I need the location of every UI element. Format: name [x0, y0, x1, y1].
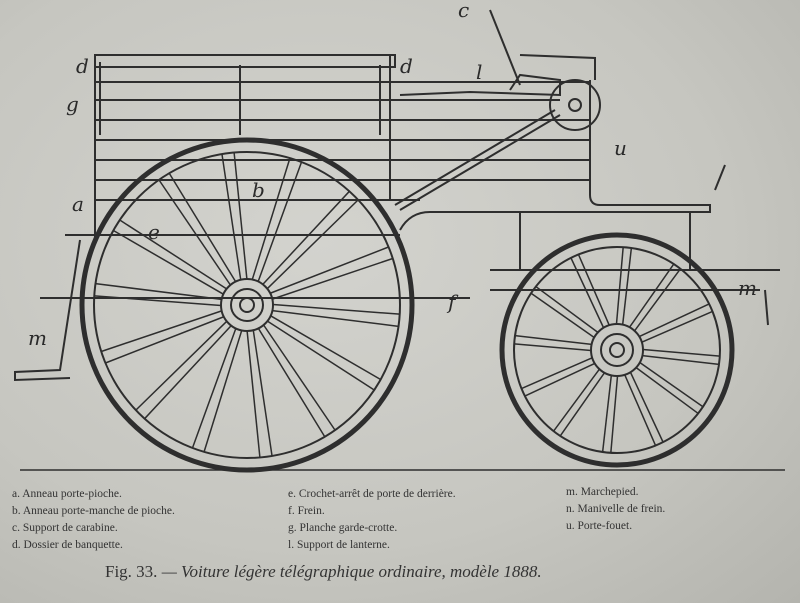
callout-c: c — [458, 0, 470, 22]
callout-u: u — [614, 136, 627, 160]
wheel-spoke — [530, 292, 595, 339]
wheel-spoke — [262, 324, 336, 431]
wheel-spoke — [272, 257, 394, 300]
callout-m: m — [28, 326, 47, 350]
wheel-spoke — [552, 368, 601, 432]
wheel-spoke — [257, 161, 303, 282]
wheel-spoke — [168, 172, 237, 283]
wheel-spoke — [642, 354, 720, 366]
front-wheel — [499, 232, 735, 468]
wheel-spoke — [642, 348, 720, 357]
wheel-spoke — [135, 320, 228, 411]
wheel-spoke — [246, 330, 261, 458]
wheel-spoke — [95, 282, 222, 301]
rear-wheel — [79, 137, 415, 473]
wheel-spoke — [628, 263, 675, 328]
wheel-spoke — [266, 199, 359, 290]
wheel-spoke — [252, 330, 273, 457]
brake-crank-wheel — [549, 79, 601, 131]
legend-item: b. Anneau porte-manche de pioche. — [12, 505, 175, 517]
wheel-spoke — [559, 372, 606, 437]
callout-b: b — [252, 178, 265, 202]
callout-l: l — [476, 60, 483, 84]
legend-item: n. Manivelle de frein. — [566, 503, 666, 515]
wheel-spoke — [221, 153, 242, 280]
legend-item: g. Planche garde-crotte. — [288, 522, 398, 534]
wheel-spoke — [262, 190, 350, 285]
wheel-spoke — [119, 219, 228, 290]
wheel-spoke — [251, 157, 291, 280]
legend-column-3: m. Marchepied. n. Manivelle de frein. u.… — [566, 484, 665, 535]
wheel-spoke — [144, 325, 232, 420]
wheel-spoke — [570, 257, 605, 329]
wheel-spoke — [514, 334, 592, 346]
wheel-spoke — [521, 357, 593, 390]
wheel-spoke — [577, 254, 610, 326]
legend-column-2: e. Crochet-arrêt de porte de derrière. f… — [288, 486, 456, 554]
wheel-spoke — [638, 303, 710, 338]
legend-item: c. Support de carabine. — [12, 522, 118, 534]
wheel-spoke — [272, 303, 400, 315]
wheel-spoke — [535, 285, 599, 334]
wheel-spoke — [624, 374, 657, 446]
wheel-spoke — [257, 327, 326, 438]
legend-item: d. Dossier de banquette. — [12, 539, 123, 551]
wheel-spoke — [639, 361, 704, 408]
legend-item: a. Anneau porte-pioche. — [12, 488, 122, 500]
wheel-spoke — [233, 152, 248, 280]
wheel-spoke — [272, 309, 399, 328]
wheel-spoke — [635, 366, 699, 415]
callout-f: f — [448, 290, 456, 314]
callout-d: d — [76, 54, 89, 78]
wheel-spoke — [203, 330, 243, 453]
legend-item: f. Frein. — [288, 505, 325, 517]
callout-e: e — [148, 220, 160, 244]
cart-body — [14, 9, 780, 382]
legend-item: l. Support de lanterne. — [288, 539, 390, 551]
figure-title: — Voiture légère télégraphique ordinaire… — [157, 562, 542, 581]
wheel-spoke — [113, 229, 224, 295]
callout-a: a — [72, 192, 84, 216]
wheel-spoke — [105, 316, 225, 364]
wheel-spoke — [601, 375, 613, 453]
wheel-spoke — [610, 375, 619, 453]
wheel-spoke — [629, 371, 664, 443]
legend-item: u. Porte-fouet. — [566, 520, 633, 532]
figure-caption: Fig. 33. — Voiture légère télégraphique … — [105, 562, 542, 582]
legend-column-1: a. Anneau porte-pioche. b. Anneau porte-… — [12, 486, 175, 554]
callout-m: m — [738, 276, 757, 300]
wheel-spoke — [621, 247, 633, 325]
wheel-spoke — [100, 310, 222, 353]
wheel-spoke — [269, 246, 389, 294]
legend-item: m. Marchepied. — [566, 486, 639, 498]
legend-item: e. Crochet-arrêt de porte de derrière. — [288, 488, 456, 500]
wheel-spoke — [641, 310, 713, 343]
wheel-spoke — [514, 343, 592, 352]
figure-number: Fig. 33. — [105, 562, 158, 581]
cart-illustration — [14, 9, 785, 473]
wheel-spoke — [158, 179, 232, 286]
wheel-spoke — [266, 320, 375, 391]
wheel-spoke — [615, 247, 624, 325]
callout-g: g — [66, 92, 79, 116]
wheel-spoke — [270, 315, 381, 381]
wheel-spoke — [524, 362, 596, 397]
wheel-spoke — [191, 328, 237, 449]
wheel-spoke — [94, 295, 222, 307]
wheel-spoke — [633, 268, 682, 332]
callout-d: d — [400, 54, 413, 78]
